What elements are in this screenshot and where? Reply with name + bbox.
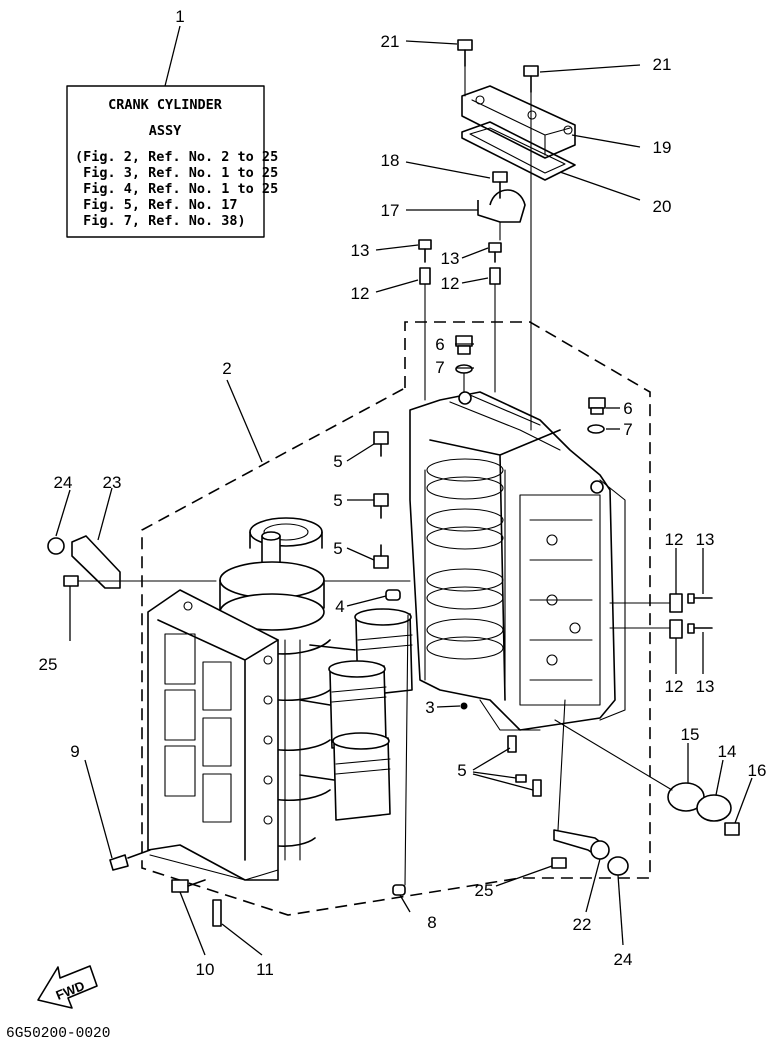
callout-8: 8	[427, 913, 436, 932]
callout-14: 14	[718, 742, 737, 761]
piston-lower	[332, 732, 391, 821]
callout-12: 12	[441, 274, 460, 293]
hose-fittings	[373, 431, 542, 797]
callout-17: 17	[381, 201, 400, 220]
assy-reference-box: CRANK CYLINDER ASSY (Fig. 2, Ref. No. 2 …	[66, 25, 278, 238]
side-cover-plate	[554, 719, 740, 836]
callout-4: 4	[335, 597, 344, 616]
hose-clamp	[477, 171, 526, 223]
callout-21: 21	[381, 32, 400, 51]
callout-11: 11	[256, 960, 274, 979]
lower-left-fasteners	[109, 849, 222, 927]
cylinder-top-cover	[457, 39, 576, 181]
drain-plugs	[455, 335, 606, 434]
small-fasteners	[385, 589, 468, 896]
callout-5: 5	[333, 452, 342, 471]
callout-3: 3	[425, 698, 434, 717]
callout-2: 2	[222, 359, 231, 378]
callout-1: 1	[175, 7, 184, 26]
callout-12: 12	[665, 677, 684, 696]
callout-16: 16	[748, 761, 767, 780]
callout-5: 5	[333, 539, 342, 558]
callout-15: 15	[681, 725, 700, 744]
callout-9: 9	[70, 742, 79, 761]
left-hose-joint	[47, 535, 411, 589]
callout-7: 7	[435, 358, 444, 377]
callout-6: 6	[435, 335, 444, 354]
assy-ref-line: Fig. 3, Ref. No. 1 to 25	[75, 165, 278, 181]
callout-5: 5	[457, 761, 466, 780]
callout-13: 13	[351, 241, 370, 260]
callout-23: 23	[103, 473, 122, 492]
crankcase-plate	[147, 589, 279, 881]
assy-ref-line: Fig. 5, Ref. No. 17	[75, 197, 238, 213]
clips-upper	[418, 239, 502, 401]
clips-right	[609, 593, 713, 639]
assy-ref-line: Fig. 7, Ref. No. 38)	[75, 213, 246, 229]
piston-middle	[328, 660, 387, 749]
assy-title-line1: CRANK CYLINDER	[108, 97, 223, 113]
callout-5: 5	[333, 491, 342, 510]
callout-19: 19	[653, 138, 672, 157]
assembly-dashed-boundary	[141, 321, 651, 916]
crankcase-assembly	[219, 517, 413, 861]
assembly-lines	[463, 65, 532, 431]
callout-24: 24	[614, 950, 633, 969]
callouts: 1 2 3 4 5 5 5 5 6 6 7 7 8 9 10 11 12 12 …	[39, 7, 767, 979]
callout-7: 7	[623, 420, 632, 439]
callout-6: 6	[623, 399, 632, 418]
callout-13: 13	[696, 677, 715, 696]
callout-24: 24	[54, 473, 73, 492]
callout-13: 13	[441, 249, 460, 268]
callout-12: 12	[665, 530, 684, 549]
callout-25: 25	[475, 881, 494, 900]
callout-25: 25	[39, 655, 58, 674]
callout-18: 18	[381, 151, 400, 170]
assy-title-line2: ASSY	[149, 123, 182, 139]
callout-10: 10	[196, 960, 215, 979]
leader-lines	[55, 40, 753, 956]
callout-20: 20	[653, 197, 672, 216]
assy-ref-line: Fig. 4, Ref. No. 1 to 25	[75, 181, 278, 197]
callout-12: 12	[351, 284, 370, 303]
assy-ref-line: (Fig. 2, Ref. No. 2 to 25	[75, 149, 278, 165]
callout-22: 22	[573, 915, 592, 934]
lower-right-fittings	[551, 699, 629, 876]
cylinder-block	[409, 391, 626, 731]
callout-21: 21	[653, 55, 672, 74]
diagram-code: 6G50200-0020	[6, 1026, 110, 1042]
callout-13: 13	[696, 530, 715, 549]
fwd-arrow: FWD	[37, 965, 98, 1009]
